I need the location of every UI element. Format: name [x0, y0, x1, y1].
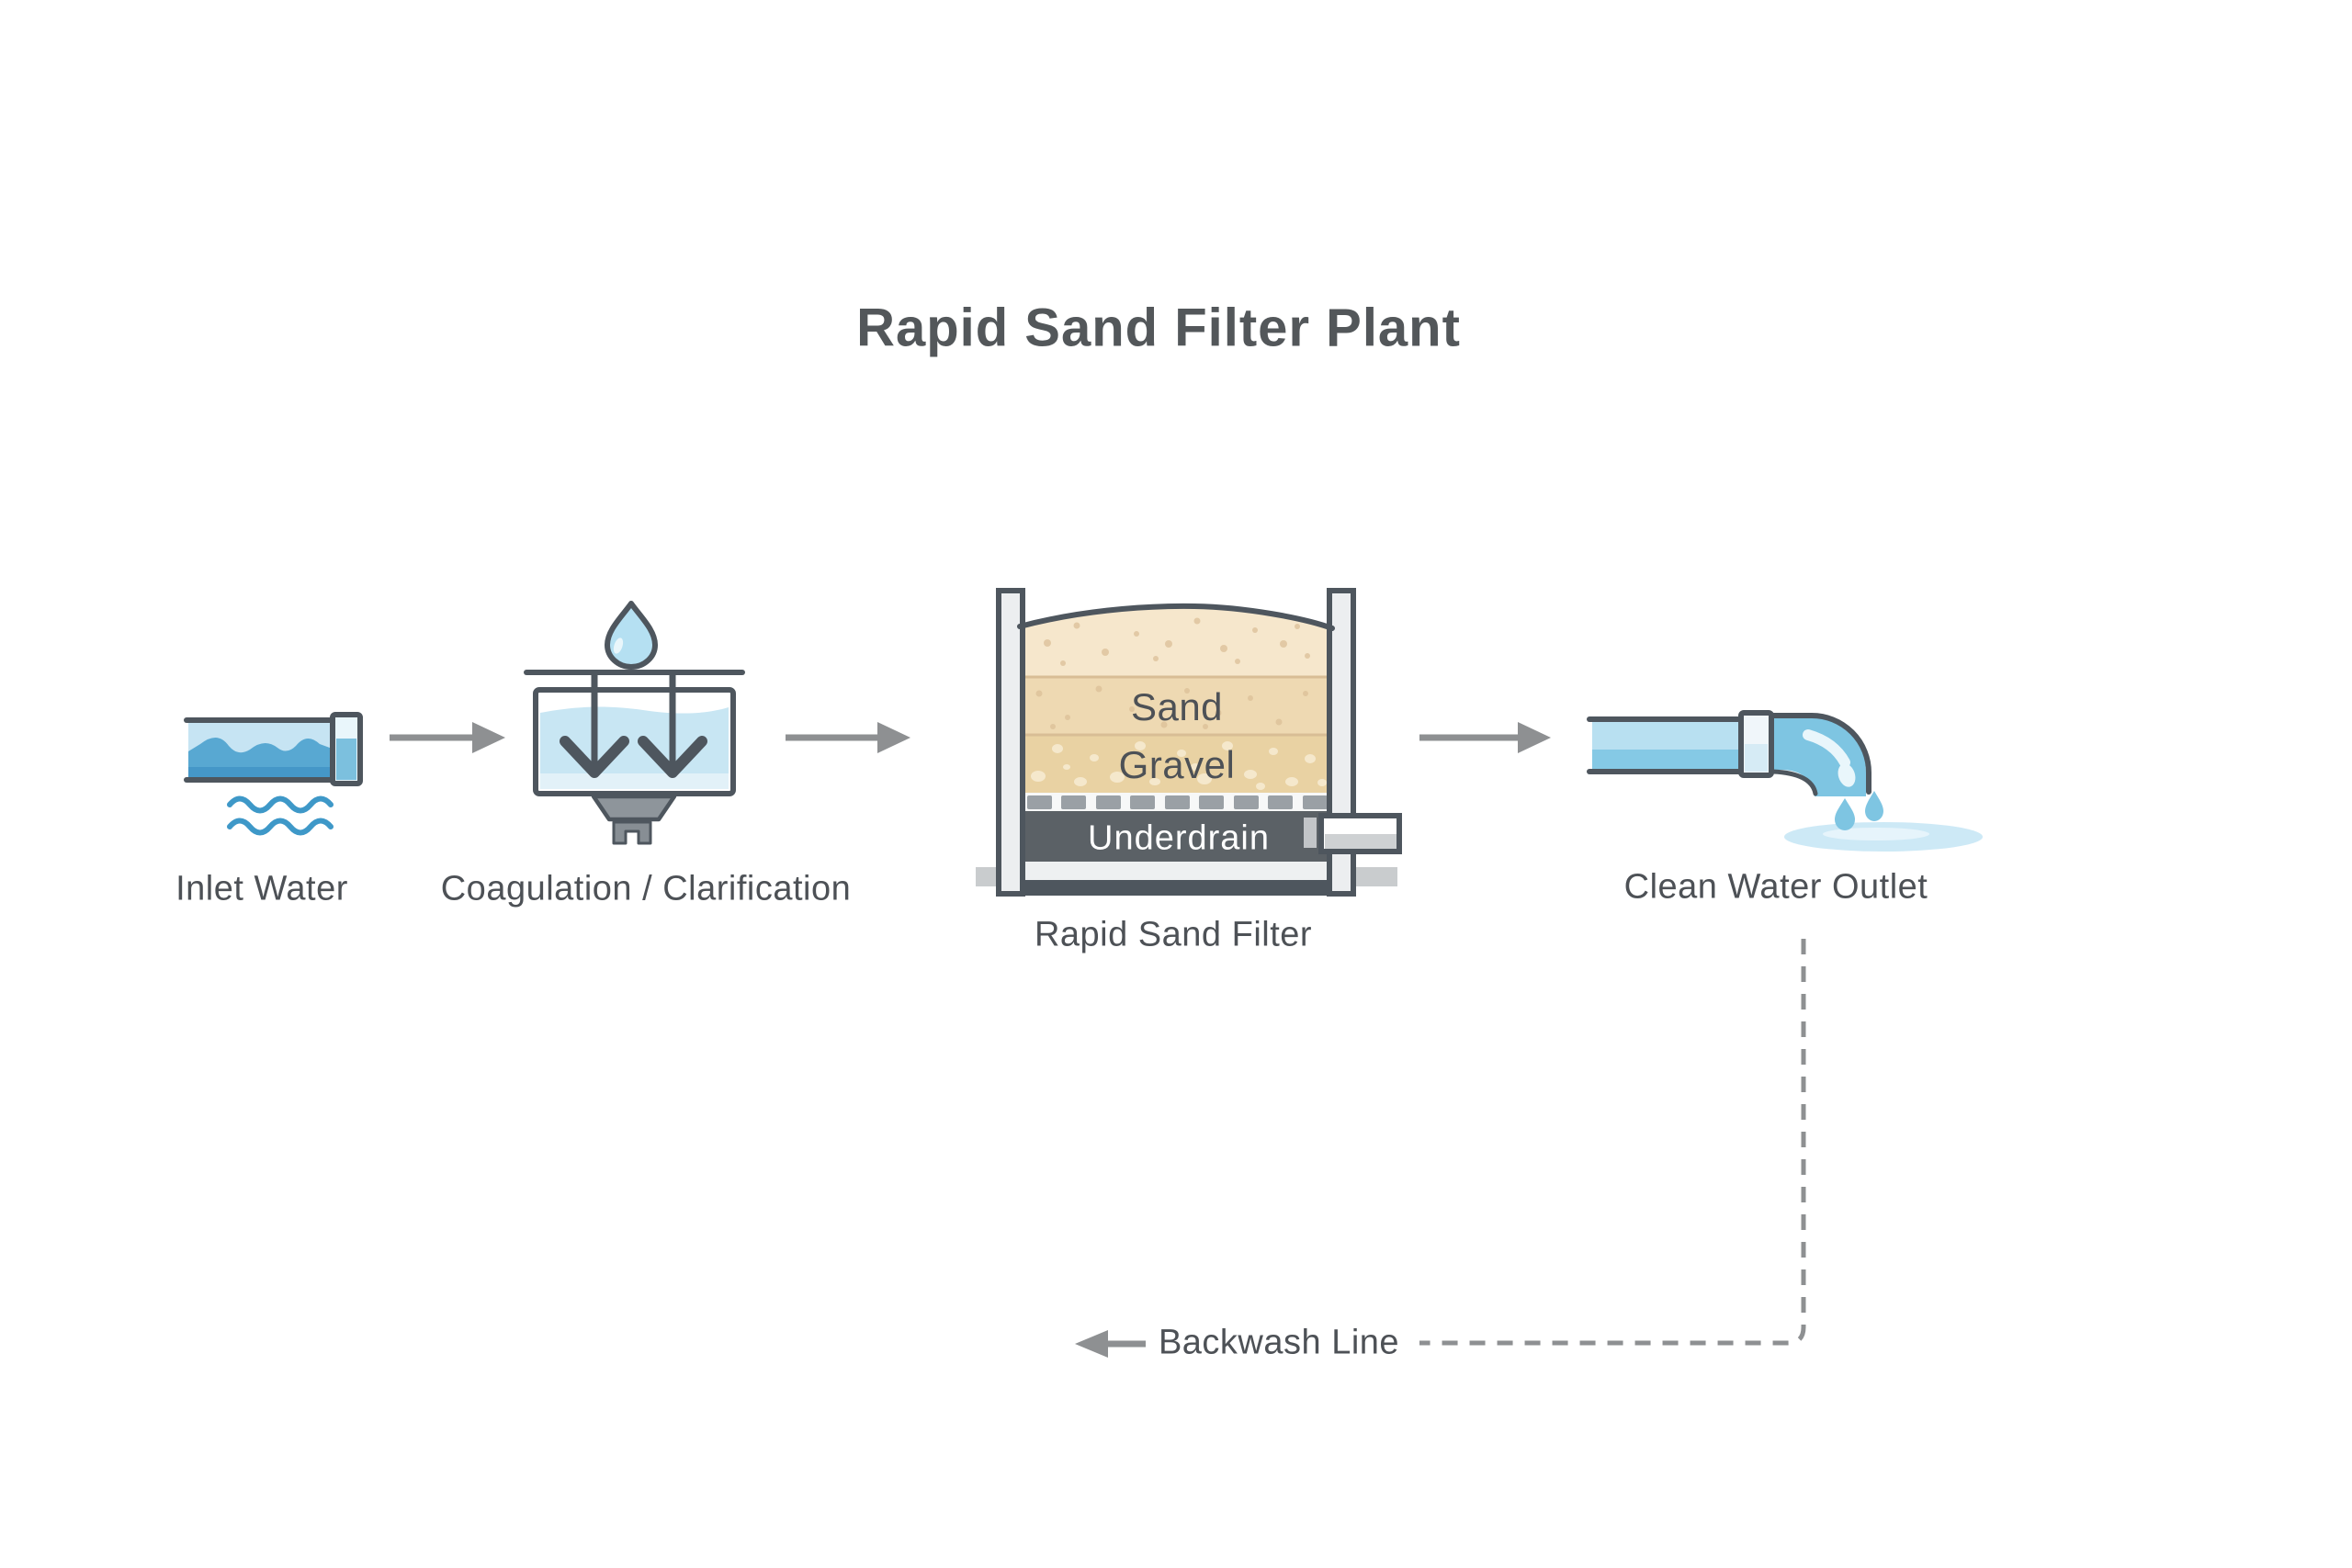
filter-inner-bottom: [1023, 862, 1329, 880]
tank-water-bottom-strip: [540, 773, 729, 789]
sand-speckles: [1035, 617, 1310, 729]
spout-outer-outline: [1770, 713, 1871, 795]
droplet-shape: [605, 601, 658, 670]
outlet-pipe-band: [1592, 750, 1745, 770]
tank-funnel: [591, 794, 677, 822]
rapid-sand-filter-label: Rapid Sand Filter: [1034, 915, 1313, 954]
clean-water-outlet-label: Clean Water Outlet: [1623, 867, 1928, 907]
inlet-pipe-icon: [184, 712, 363, 836]
spout-highlight: [1803, 729, 1850, 768]
sand-filter-icon: [976, 588, 1402, 897]
underdrain-band: [1023, 811, 1329, 862]
nozzle-blocks: [1027, 795, 1328, 809]
coagulation-label: Coagulation / Clarification: [440, 869, 852, 908]
spout-inner-outline: [1770, 769, 1818, 796]
sand-layer-label: Sand: [1130, 685, 1224, 728]
stirrer-rods-icon: [560, 672, 707, 778]
wave-line-1: [227, 795, 334, 814]
filter-outlet-pipe: [1318, 813, 1402, 854]
backwash-line: [1075, 939, 1806, 1358]
arrow-head: [877, 722, 910, 753]
flow-arrow-3: [1419, 722, 1551, 753]
layer-gravel: [1023, 735, 1329, 793]
arrow-head: [472, 722, 505, 753]
layer-sand-light: [1023, 606, 1329, 677]
inlet-water-label: Inlet Water: [175, 869, 348, 908]
arrow-head-left: [1075, 1330, 1108, 1358]
underdrain-outlet-tab: [1304, 818, 1317, 848]
layer-sand: [1023, 677, 1329, 735]
flow-arrow-1: [390, 722, 505, 753]
backwash-line-label: Backwash Line: [1158, 1323, 1400, 1362]
gravel-pebbles: [1031, 741, 1327, 790]
water-waves-icon: [227, 795, 334, 836]
arrow-head: [1518, 722, 1551, 753]
pipe-deep-water: [188, 767, 337, 777]
backwash-dashed-path: [1419, 939, 1806, 1346]
backwash-arrow-icon: [1075, 1330, 1146, 1358]
droplet-highlight: [613, 637, 624, 654]
flow-arrow-2: [786, 722, 910, 753]
droplet-icon: [605, 601, 658, 670]
tank-foot: [612, 820, 652, 845]
puddle-highlight: [1823, 828, 1929, 840]
filter-bottom-bar: [999, 878, 1353, 896]
pipe-flange-water: [336, 739, 356, 780]
filter-wall-left: [996, 588, 1025, 897]
gravel-layer-label: Gravel: [1118, 743, 1236, 786]
page-title: Rapid Sand Filter Plant: [856, 298, 1461, 358]
outlet-pipe-icon: [1587, 710, 1983, 852]
down-arrowhead-right: [638, 736, 707, 778]
coagulation-tank-icon: [524, 601, 745, 845]
outlet-collar-water: [1745, 744, 1768, 772]
water-drop-1: [1835, 798, 1855, 830]
down-arrowhead-left: [560, 736, 629, 778]
spout-highlight-blob: [1838, 763, 1856, 787]
wave-line-2: [227, 818, 334, 836]
water-drop-2: [1865, 791, 1883, 821]
underdrain-layer-label: Underdrain: [1088, 818, 1270, 858]
sand-surface-line: [1017, 603, 1335, 631]
